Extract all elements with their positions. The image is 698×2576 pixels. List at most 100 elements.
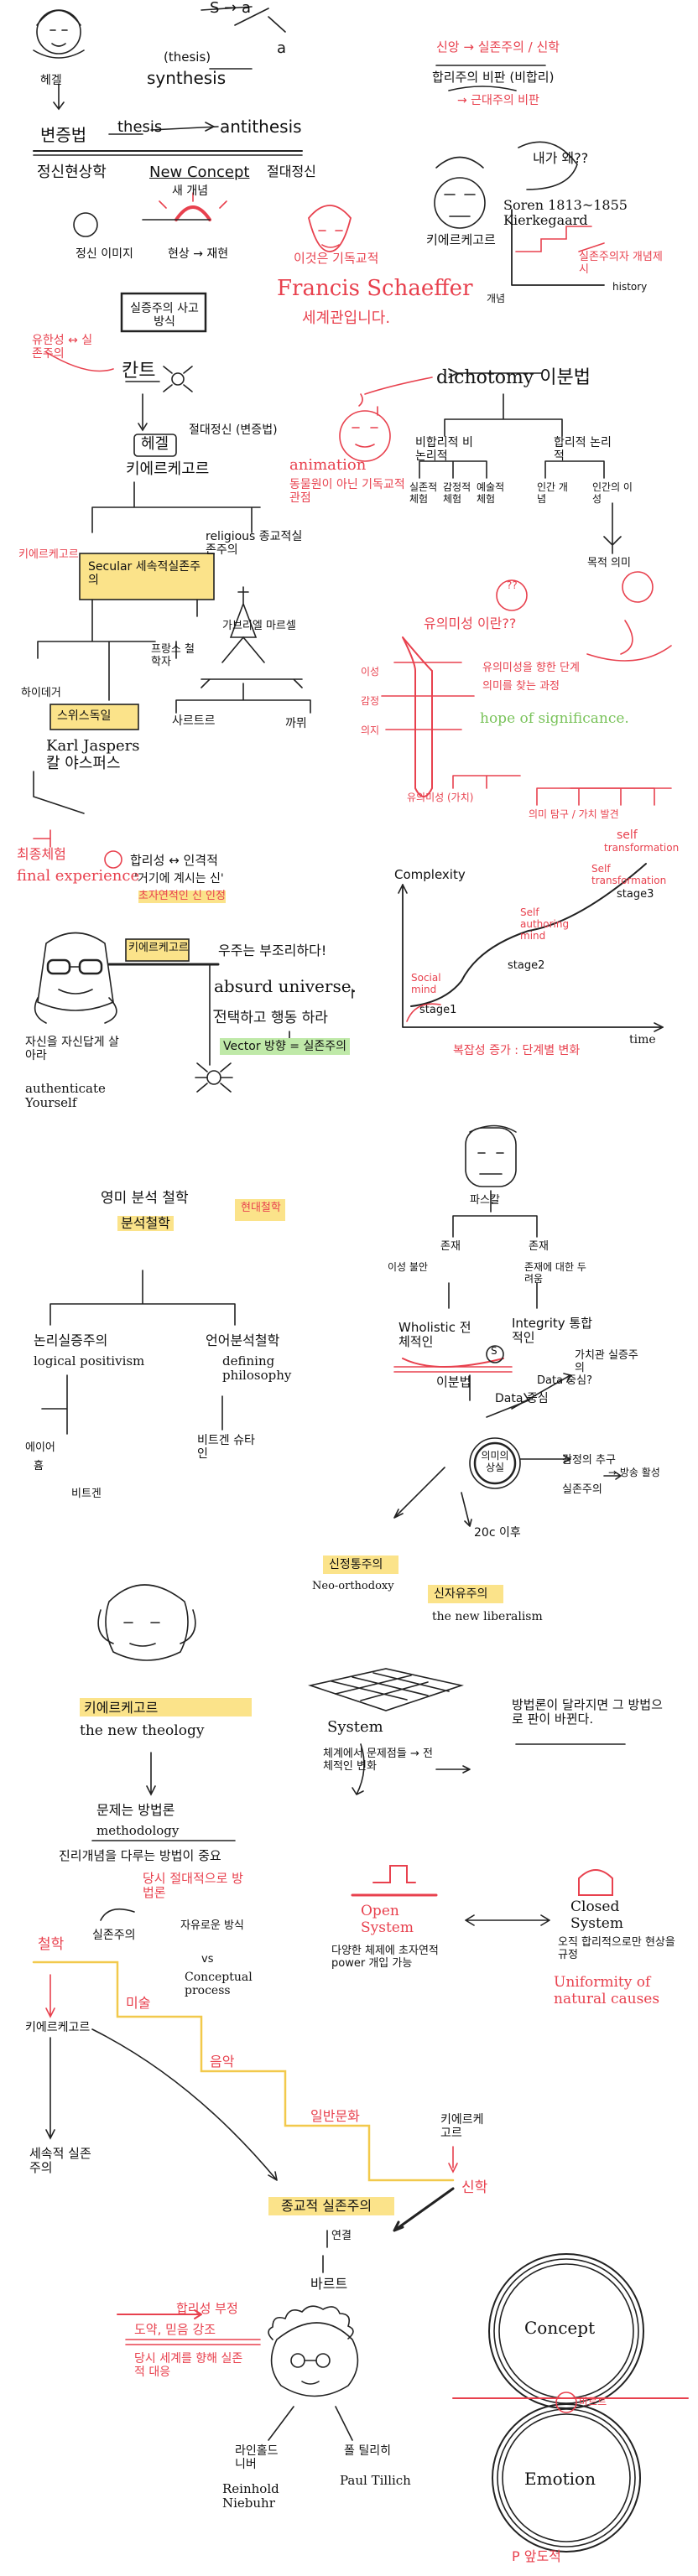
system-label: System: [327, 1718, 383, 1736]
thinker-face-icon: [465, 1124, 517, 1187]
closed-system: Closed System: [570, 1898, 623, 1932]
barth-red-1: 합리성 부정: [176, 2301, 238, 2316]
jaspers-box-label: 스위스독일: [57, 709, 112, 723]
spider-icon-2: [195, 1062, 233, 1093]
new-concept-label: New Concept: [149, 164, 250, 181]
kierkegaard-face-icon: [434, 177, 486, 229]
stage3-label: stage3: [617, 888, 654, 901]
wittgenstein-label: 비트겐 슈타인: [197, 1434, 255, 1462]
ayer-label: 에이어: [25, 1441, 55, 1454]
link-label: 연결: [331, 2230, 352, 2242]
sartre-label: 사르트르: [172, 714, 216, 728]
dialectic-a: a: [277, 39, 287, 57]
integrity-label: Integrity 통합적인: [512, 1316, 593, 1346]
niebuhr-en: Reinhold Niebuhr: [222, 2481, 279, 2511]
rationalism-note: 유한성 ↔ 실존주의: [32, 334, 93, 361]
neo-orthodoxy-ko: 신정통주의: [329, 1558, 383, 1571]
open-system-sub: 다양한 체제에 초자연적 power 개입 가능: [331, 1945, 439, 1970]
significance-left-1: 이성: [361, 666, 380, 678]
neo-orthodoxy-en: Neo-orthodoxy: [312, 1580, 394, 1592]
antithesis-label: antithesis: [220, 117, 302, 137]
complexity-ylabel: Complexity: [394, 867, 466, 882]
soren-top-red: 신앙 → 실존주의 / 신학: [436, 39, 560, 55]
significance-bottom-right: 의미 탐구 / 가치 발견: [529, 808, 619, 820]
broadcast-note: → 방송 활성: [608, 1467, 660, 1478]
data-center: Data 중심: [495, 1392, 549, 1405]
thinker-right-note: 존재에 대한 두려움: [524, 1261, 586, 1285]
concept-label: Concept: [524, 2318, 596, 2338]
animation-sub: 동물원이 아닌 기독교적 관점: [289, 478, 405, 506]
hope-of-significance: hope of significance.: [480, 710, 629, 727]
niebuhr-ko: 라인홀드 니버: [235, 2444, 279, 2472]
dialectic-s-a: S → a: [210, 0, 251, 17]
hegel-face-icon: [33, 9, 85, 59]
curly-face-icon: [268, 2305, 359, 2397]
thinker-left: 존재: [440, 1240, 461, 1253]
thesis-small: (thesis): [164, 49, 211, 65]
new-liberalism-ko: 신자유주의: [434, 1587, 488, 1601]
speech-bubble-text: 내가 왜??: [533, 150, 589, 166]
absurd-quote: '거기에 계시는 신': [134, 872, 224, 886]
kant-label: 칸트: [122, 361, 156, 382]
choose-and-act: 선택하고 행동 하라: [214, 1010, 328, 1026]
final-experience-ko: 최종체험: [17, 846, 66, 862]
new-concept-ko: 새 개념: [172, 184, 209, 198]
kierkegaard-name-ko: 키에르케고르: [426, 232, 496, 247]
language-analysis-ko: 언어분석철학: [206, 1332, 280, 1348]
dichotomy-thinker: 이분법: [436, 1374, 471, 1389]
self-authoring-label: Self authoring mind: [520, 906, 570, 942]
logical-positivism-ko: 논리실증주의: [34, 1332, 108, 1348]
religious-existentialism: religious 종교적실존주의: [206, 530, 303, 558]
leaf-3: 비트겐: [71, 1488, 102, 1500]
century-label: 20c 이후: [474, 1526, 521, 1540]
spirit-image-label: 정신 이미지: [76, 247, 133, 261]
conceptual-process: Conceptual process: [185, 1971, 253, 1998]
thinker-note-r: 가치관 실증주의: [575, 1349, 638, 1374]
methodology-label: methodology: [96, 1823, 180, 1838]
rational-branch: 합리적 논리적: [554, 436, 612, 464]
graph-y-label: 개념: [487, 293, 506, 304]
new-liberalism-en: the new liberalism: [432, 1610, 543, 1623]
problem-is-method: 문제는 방법론: [96, 1802, 175, 1818]
self-red: self: [617, 828, 638, 842]
stage2-label: stage2: [508, 959, 545, 972]
existentialism-theology: 실존주의: [92, 1929, 136, 1942]
soren-rationalism-critique: 합리주의 비판 (비합리): [432, 70, 555, 85]
significance-bottom-left: 유의미성 (가치): [407, 792, 474, 803]
thesis-label: thesis: [117, 118, 163, 136]
irrational-branch: 비합리적 비논리적: [415, 436, 473, 464]
significance-note-2: 의미를 찾는 과정: [482, 680, 560, 693]
french-philosopher: 프랑스 철학자: [151, 643, 195, 668]
glasses-face-icon: [37, 932, 114, 1011]
paradigm-note: 방법론이 달라지면 그 방법으로 판이 바뀐다.: [512, 1697, 663, 1727]
s-mark: S: [491, 1345, 497, 1357]
emotion-ring: [492, 2403, 641, 2553]
heidegger-label: 하이데거: [21, 687, 61, 699]
rings-mid-label: 바르트: [579, 2396, 607, 2407]
complexity-caption: 복잡성 증가 : 단계별 변화: [453, 1044, 581, 1057]
defining-philosophy: defining philosophy: [222, 1353, 292, 1384]
hegel-name-label: 헤겔: [40, 74, 62, 87]
rings-bottom: P 앞도적: [512, 2548, 561, 2564]
self-transformation-red: transformation: [604, 842, 680, 854]
step-art: 미술: [126, 1995, 151, 2011]
graph-x-label: history: [612, 281, 648, 293]
kierkegaard-red: 키에르케고르: [18, 548, 79, 561]
logical-positivism-en: logical positivism: [34, 1353, 145, 1368]
phenomenon-label: 현상 → 재현: [168, 247, 229, 261]
analytic-sub: 분석철학: [117, 1215, 174, 1232]
authenticate-yourself: authenticate Yourself: [25, 1081, 106, 1111]
significance-left-2: 감정: [361, 695, 380, 707]
barth-name: 바르트: [310, 2276, 348, 2292]
vs-label: vs: [201, 1953, 214, 1966]
truth-method: 진리개념을 다루는 방법이 중요: [59, 1848, 221, 1863]
smile-face-icon: [496, 579, 528, 611]
universe-absurd-ko: 우주는 부조리하다!: [218, 943, 327, 958]
irrational-leaf-3: 예술적 체험: [477, 481, 505, 505]
absurd-universe: absurd universe.: [214, 976, 357, 996]
analytic-title: 영미 분석 철학: [101, 1190, 189, 1207]
staircase-kierkegaard: 키에르케고르: [25, 2021, 91, 2034]
speech-bubble: [518, 141, 578, 190]
step-music: 음악: [210, 2054, 235, 2070]
